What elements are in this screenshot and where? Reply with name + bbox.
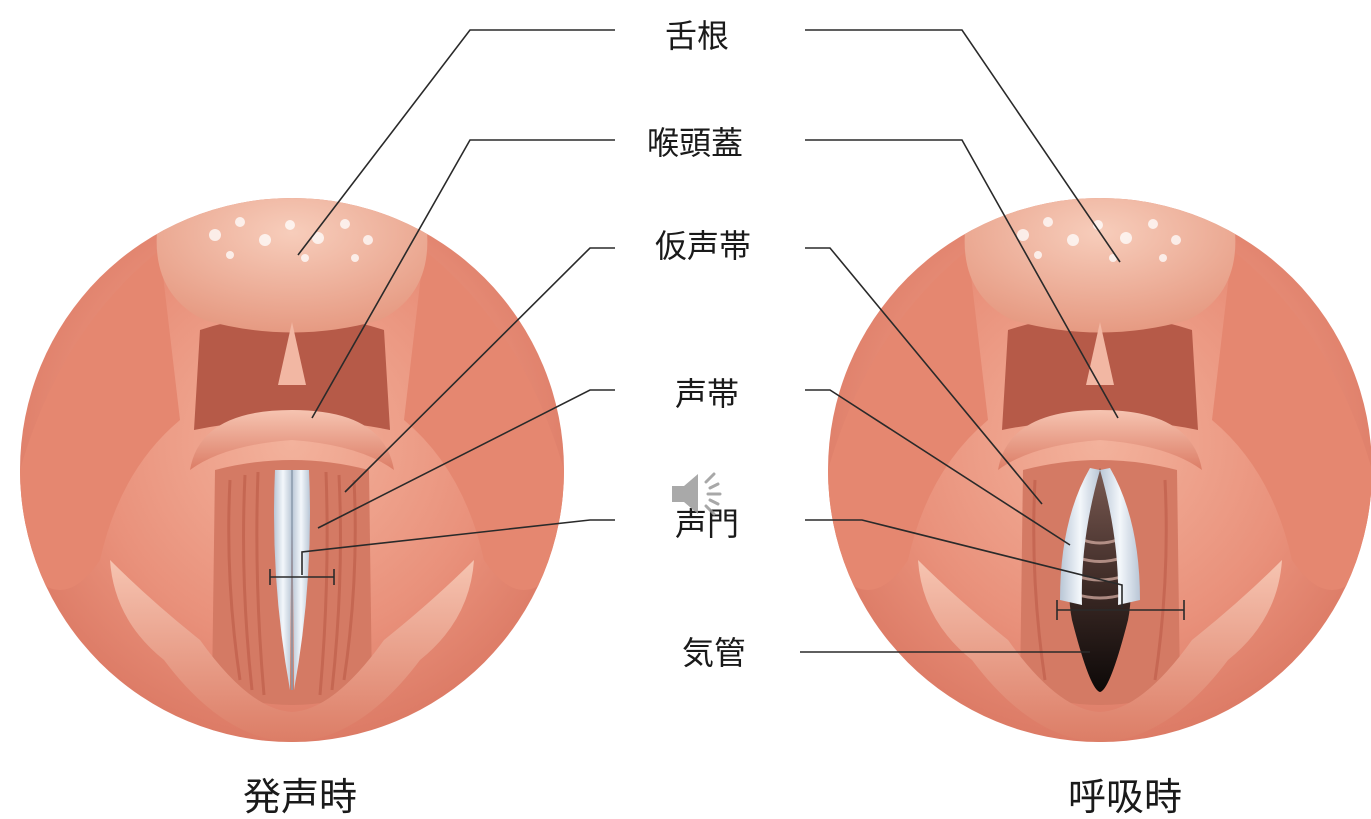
label-trachea: 気管 [682,637,746,669]
larynx-respiration-illustration [828,190,1371,742]
caption-phonation: 発声時 [243,778,357,816]
larynx-phonation-illustration [20,190,564,742]
label-vocal-cords: 声帯 [675,378,739,410]
label-false-vocal-cords: 仮声帯 [655,230,751,262]
speaker-icon[interactable] [668,468,730,520]
label-epiglottis: 喉頭蓋 [647,127,743,159]
label-tongue-base: 舌根 [665,20,729,52]
caption-respiration: 呼吸時 [1068,778,1182,816]
